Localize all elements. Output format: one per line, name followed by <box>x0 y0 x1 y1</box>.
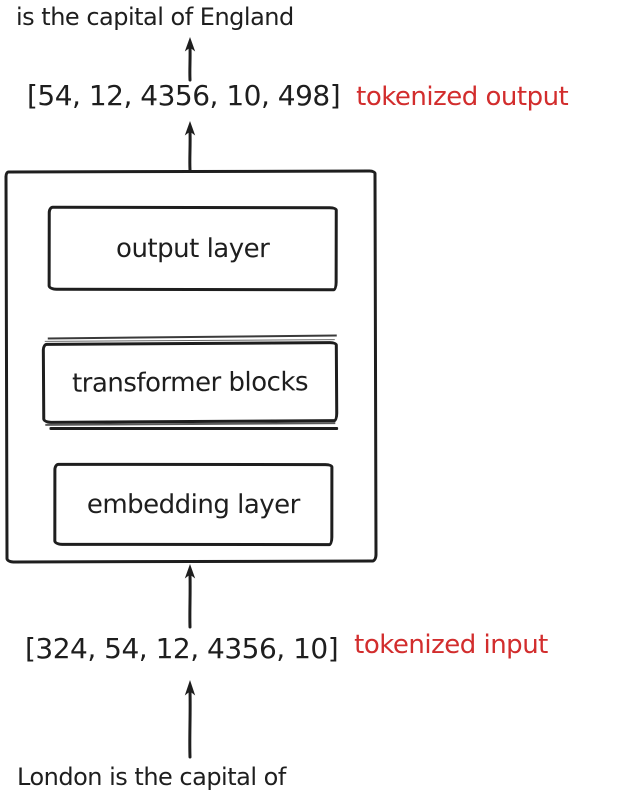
model-box: output layer transformer blocks embeddin… <box>4 169 378 564</box>
tokenized-input-values: [324, 54, 12, 4356, 10] <box>25 632 339 665</box>
tokenized-input-label: tokenized input <box>354 630 548 660</box>
transformer-blocks-box: transformer blocks <box>41 334 339 430</box>
stacked-blocks-line <box>49 426 339 430</box>
stacked-blocks-line <box>44 339 335 342</box>
transformer-blocks-label: transformer blocks <box>71 366 309 399</box>
tokenized-output-label: tokenized output <box>356 82 569 112</box>
output-layer-label: output layer <box>116 233 270 264</box>
tokenized-input-row: [324, 54, 12, 4356, 10] tokenized input <box>25 630 548 665</box>
tokenized-output-values: [54, 12, 4356, 10, 498] <box>27 79 341 112</box>
tokenized-output-row: [54, 12, 4356, 10, 498] tokenized output <box>27 79 569 112</box>
decoded-output-text: is the capital of England <box>16 3 294 31</box>
input-text: London is the capital of <box>17 763 286 791</box>
embedding-layer-box: embedding layer <box>53 462 334 547</box>
arrow-up-icon <box>184 564 196 629</box>
output-layer-box: output layer <box>47 205 338 292</box>
stacked-blocks-line <box>45 422 336 426</box>
arrow-up-icon <box>184 37 196 82</box>
arrow-up-icon <box>184 680 196 759</box>
arrow-up-icon <box>184 121 196 172</box>
embedding-layer-label: embedding layer <box>86 489 300 520</box>
